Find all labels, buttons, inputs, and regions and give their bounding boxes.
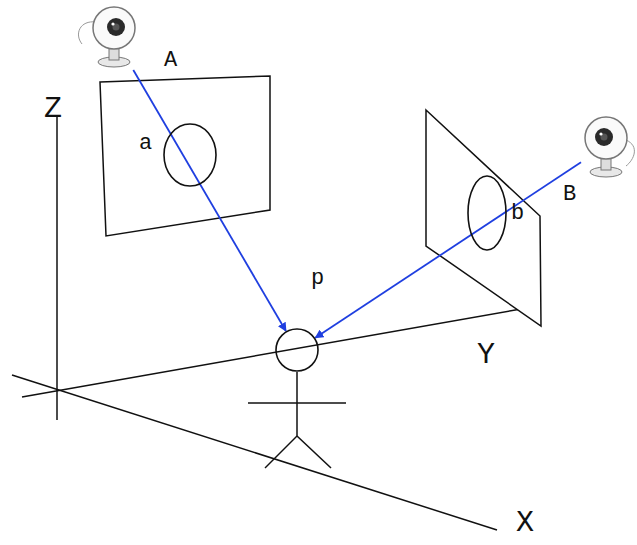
- webcam-icon: [585, 117, 634, 177]
- point-label: B: [563, 184, 576, 206]
- head-outline: [275, 328, 319, 372]
- axis-label: Y: [477, 340, 495, 370]
- stick-figure: [248, 372, 346, 468]
- point-label: a: [139, 133, 152, 155]
- point-label: p: [311, 268, 324, 290]
- axis-label: Z: [44, 94, 62, 124]
- webcam-icon: [78, 7, 135, 67]
- axis-label: X: [516, 508, 534, 538]
- point-label: A: [164, 50, 177, 72]
- outline: [164, 124, 216, 186]
- image-plane: [100, 76, 270, 236]
- camera-node: B: [581, 112, 633, 178]
- projection-ray: [133, 70, 286, 331]
- head-circle: p: [275, 328, 319, 372]
- point-label: b: [511, 203, 524, 225]
- camera-node: A: [88, 4, 140, 70]
- image-plane: [426, 110, 541, 326]
- outline: [276, 329, 318, 371]
- image-blob: a: [163, 123, 217, 187]
- ellipse-outline: [163, 123, 217, 187]
- x-axis: [12, 375, 497, 530]
- projection-ray: [315, 162, 581, 338]
- outline: [468, 176, 506, 250]
- ellipse-outline: [467, 175, 507, 251]
- z-axis: [56, 115, 58, 420]
- image-blob: b: [467, 175, 507, 251]
- y-axis: [22, 308, 527, 397]
